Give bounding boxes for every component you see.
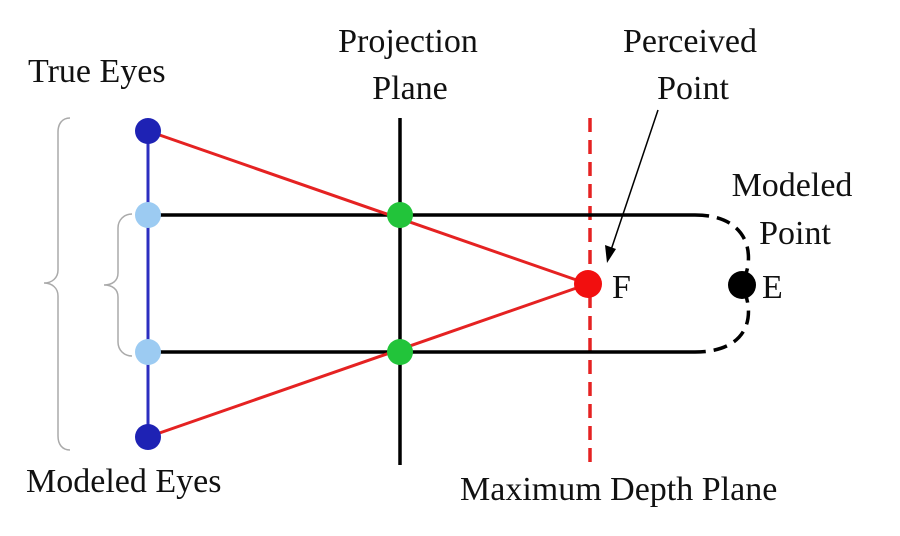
perceived-point-label-line2: Point	[657, 70, 729, 107]
modeled-eyes-brace	[103, 213, 133, 357]
modeled-eye-bottom	[135, 339, 161, 365]
true-eyes-brace	[43, 117, 71, 451]
true-eye-top	[135, 118, 161, 144]
projection-point-bottom	[387, 339, 413, 365]
perceived-point-f	[574, 270, 602, 298]
point-f-label: F	[612, 269, 631, 306]
projection-point-top	[387, 202, 413, 228]
point-e-label: E	[762, 269, 783, 306]
modeled-point-label-line2: Point	[759, 215, 831, 252]
perceived-point-arrowhead	[605, 245, 616, 263]
true-eyes-label: True Eyes	[28, 53, 166, 90]
upper-ray	[147, 129, 589, 286]
perceived-point-label-line1: Perceived	[623, 23, 757, 60]
projection-plane-label-line1: Projection	[338, 23, 478, 60]
modeled-point-e	[728, 271, 756, 299]
lower-ray	[147, 282, 589, 439]
modeled-point-label-line1: Modeled	[732, 167, 853, 204]
modeled-eyes-label: Modeled Eyes	[26, 463, 221, 500]
true-eye-bottom	[135, 424, 161, 450]
perceived-point-arrow	[610, 109, 659, 251]
projection-plane-label-line2: Plane	[372, 70, 448, 107]
modeled-eye-top	[135, 202, 161, 228]
max-depth-plane-label: Maximum Depth Plane	[460, 471, 777, 508]
